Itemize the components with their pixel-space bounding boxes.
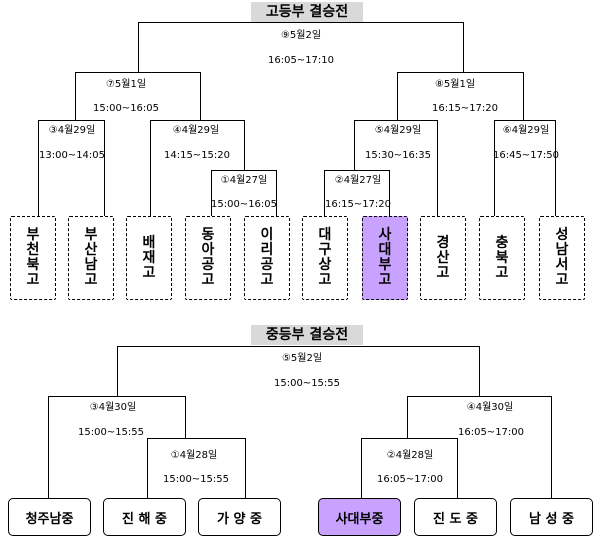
- team-box: 경산고: [420, 216, 466, 300]
- ms-match-4-time: 16:05~17:00: [457, 427, 525, 438]
- team-name: 이리공고: [260, 227, 274, 288]
- match-3-connector: [38, 120, 105, 121]
- match-6-label: ⑥4월29일: [502, 125, 550, 136]
- match-9-label: ⑨5월2일: [280, 30, 322, 41]
- match-1-label: ①4월27일: [220, 175, 268, 186]
- match-1-connector: [211, 170, 277, 171]
- ms-match-2-label: ②4월28일: [386, 450, 434, 461]
- line: [437, 120, 438, 216]
- line: [494, 120, 495, 216]
- line: [117, 346, 118, 396]
- match-1-time: 15:00~16:05: [210, 199, 278, 210]
- high-school-title: 고등부 결승전: [251, 2, 363, 22]
- match-4-connector: [150, 120, 245, 121]
- match-5-connector: [354, 120, 438, 121]
- team-name: 사대부고: [378, 227, 392, 288]
- line: [555, 120, 556, 216]
- final-connector: [138, 22, 464, 23]
- line: [407, 396, 408, 438]
- line: [75, 72, 76, 120]
- match-2-connector: [324, 170, 390, 171]
- team-box: 부산남고: [68, 216, 114, 300]
- ms-match-4-label: ④4월30일: [466, 402, 514, 413]
- match-8-time: 16:15~17:20: [431, 103, 499, 114]
- team-box: 이리공고: [244, 216, 290, 300]
- middle-school-title: 중등부 결승전: [251, 325, 363, 345]
- line: [361, 438, 362, 498]
- ms-match-3-time: 15:00~15:55: [77, 427, 145, 438]
- team-name: 부천북고: [26, 227, 40, 288]
- line: [479, 346, 480, 396]
- line: [245, 438, 246, 498]
- match-8-label: ⑧5월1일: [434, 79, 476, 90]
- ms-match-5-label: ⑤5월2일: [281, 353, 323, 364]
- line: [457, 438, 458, 498]
- match-3-label: ③4월29일: [48, 125, 96, 136]
- team-name: 배재고: [142, 234, 156, 281]
- ms-match-1-label: ①4월28일: [170, 450, 218, 461]
- team-name: 성남서고: [555, 227, 569, 288]
- line: [150, 120, 151, 216]
- line: [324, 170, 325, 216]
- match-7-label: ⑦5월1일: [105, 79, 147, 90]
- team-box: 부천북고: [10, 216, 56, 300]
- ms-match-1-time: 15:00~15:55: [162, 474, 230, 485]
- match-3-time: 13:00~14:05: [38, 150, 106, 161]
- team-box: 청주남중: [8, 498, 91, 536]
- semi-left-connector: [75, 72, 201, 73]
- ms-match-2-time: 16:05~17:00: [376, 474, 444, 485]
- line: [389, 170, 390, 216]
- team-box: 배재고: [126, 216, 172, 300]
- match-5-time: 15:30~16:35: [364, 150, 432, 161]
- team-box: 성남서고: [539, 216, 585, 300]
- line: [185, 396, 186, 438]
- match-2-label: ②4월27일: [334, 175, 382, 186]
- line: [38, 120, 39, 216]
- line: [523, 72, 524, 120]
- team-name: 경산고: [436, 234, 450, 281]
- line: [463, 22, 464, 72]
- ms-final-connector: [117, 346, 480, 347]
- team-name: 충북고: [495, 234, 509, 281]
- team-box: 진 해 중: [103, 498, 186, 536]
- team-box-highlighted: 사대부고: [362, 216, 408, 300]
- match-4-label: ④4월29일: [172, 125, 220, 136]
- ms-match-5-time: 15:00~15:55: [273, 378, 341, 389]
- line: [138, 22, 139, 72]
- team-box: 충북고: [479, 216, 525, 300]
- ms-match-4-connector: [407, 396, 552, 397]
- line: [104, 120, 105, 216]
- line: [211, 170, 212, 216]
- team-name: 부산남고: [84, 227, 98, 288]
- line: [551, 396, 552, 498]
- match-2-time: 16:15~17:20: [324, 199, 392, 210]
- team-name: 대구상고: [318, 227, 332, 288]
- match-4-time: 14:15~15:20: [163, 150, 231, 161]
- team-name: 동아공고: [201, 227, 215, 288]
- line: [244, 120, 245, 170]
- ms-match-1-connector: [147, 438, 246, 439]
- semi-right-connector: [397, 72, 524, 73]
- team-box: 대구상고: [302, 216, 348, 300]
- team-box: 남 성 중: [510, 498, 593, 536]
- line: [200, 72, 201, 120]
- line: [354, 120, 355, 170]
- match-9-time: 16:05~17:10: [267, 55, 335, 66]
- ms-match-3-label: ③4월30일: [89, 402, 137, 413]
- ms-match-2-connector: [361, 438, 458, 439]
- line: [276, 170, 277, 216]
- ms-match-3-connector: [48, 396, 186, 397]
- team-box: 가 양 중: [198, 498, 281, 536]
- team-box-highlighted: 사대부중: [318, 498, 401, 536]
- line: [147, 438, 148, 498]
- team-box: 동아공고: [185, 216, 231, 300]
- line: [397, 72, 398, 120]
- match-6-time: 16:45~17:50: [492, 150, 560, 161]
- match-6-connector: [494, 120, 556, 121]
- match-5-label: ⑤4월29일: [374, 125, 422, 136]
- team-box: 진 도 중: [414, 498, 497, 536]
- line: [48, 396, 49, 498]
- match-7-time: 15:00~16:05: [92, 103, 160, 114]
